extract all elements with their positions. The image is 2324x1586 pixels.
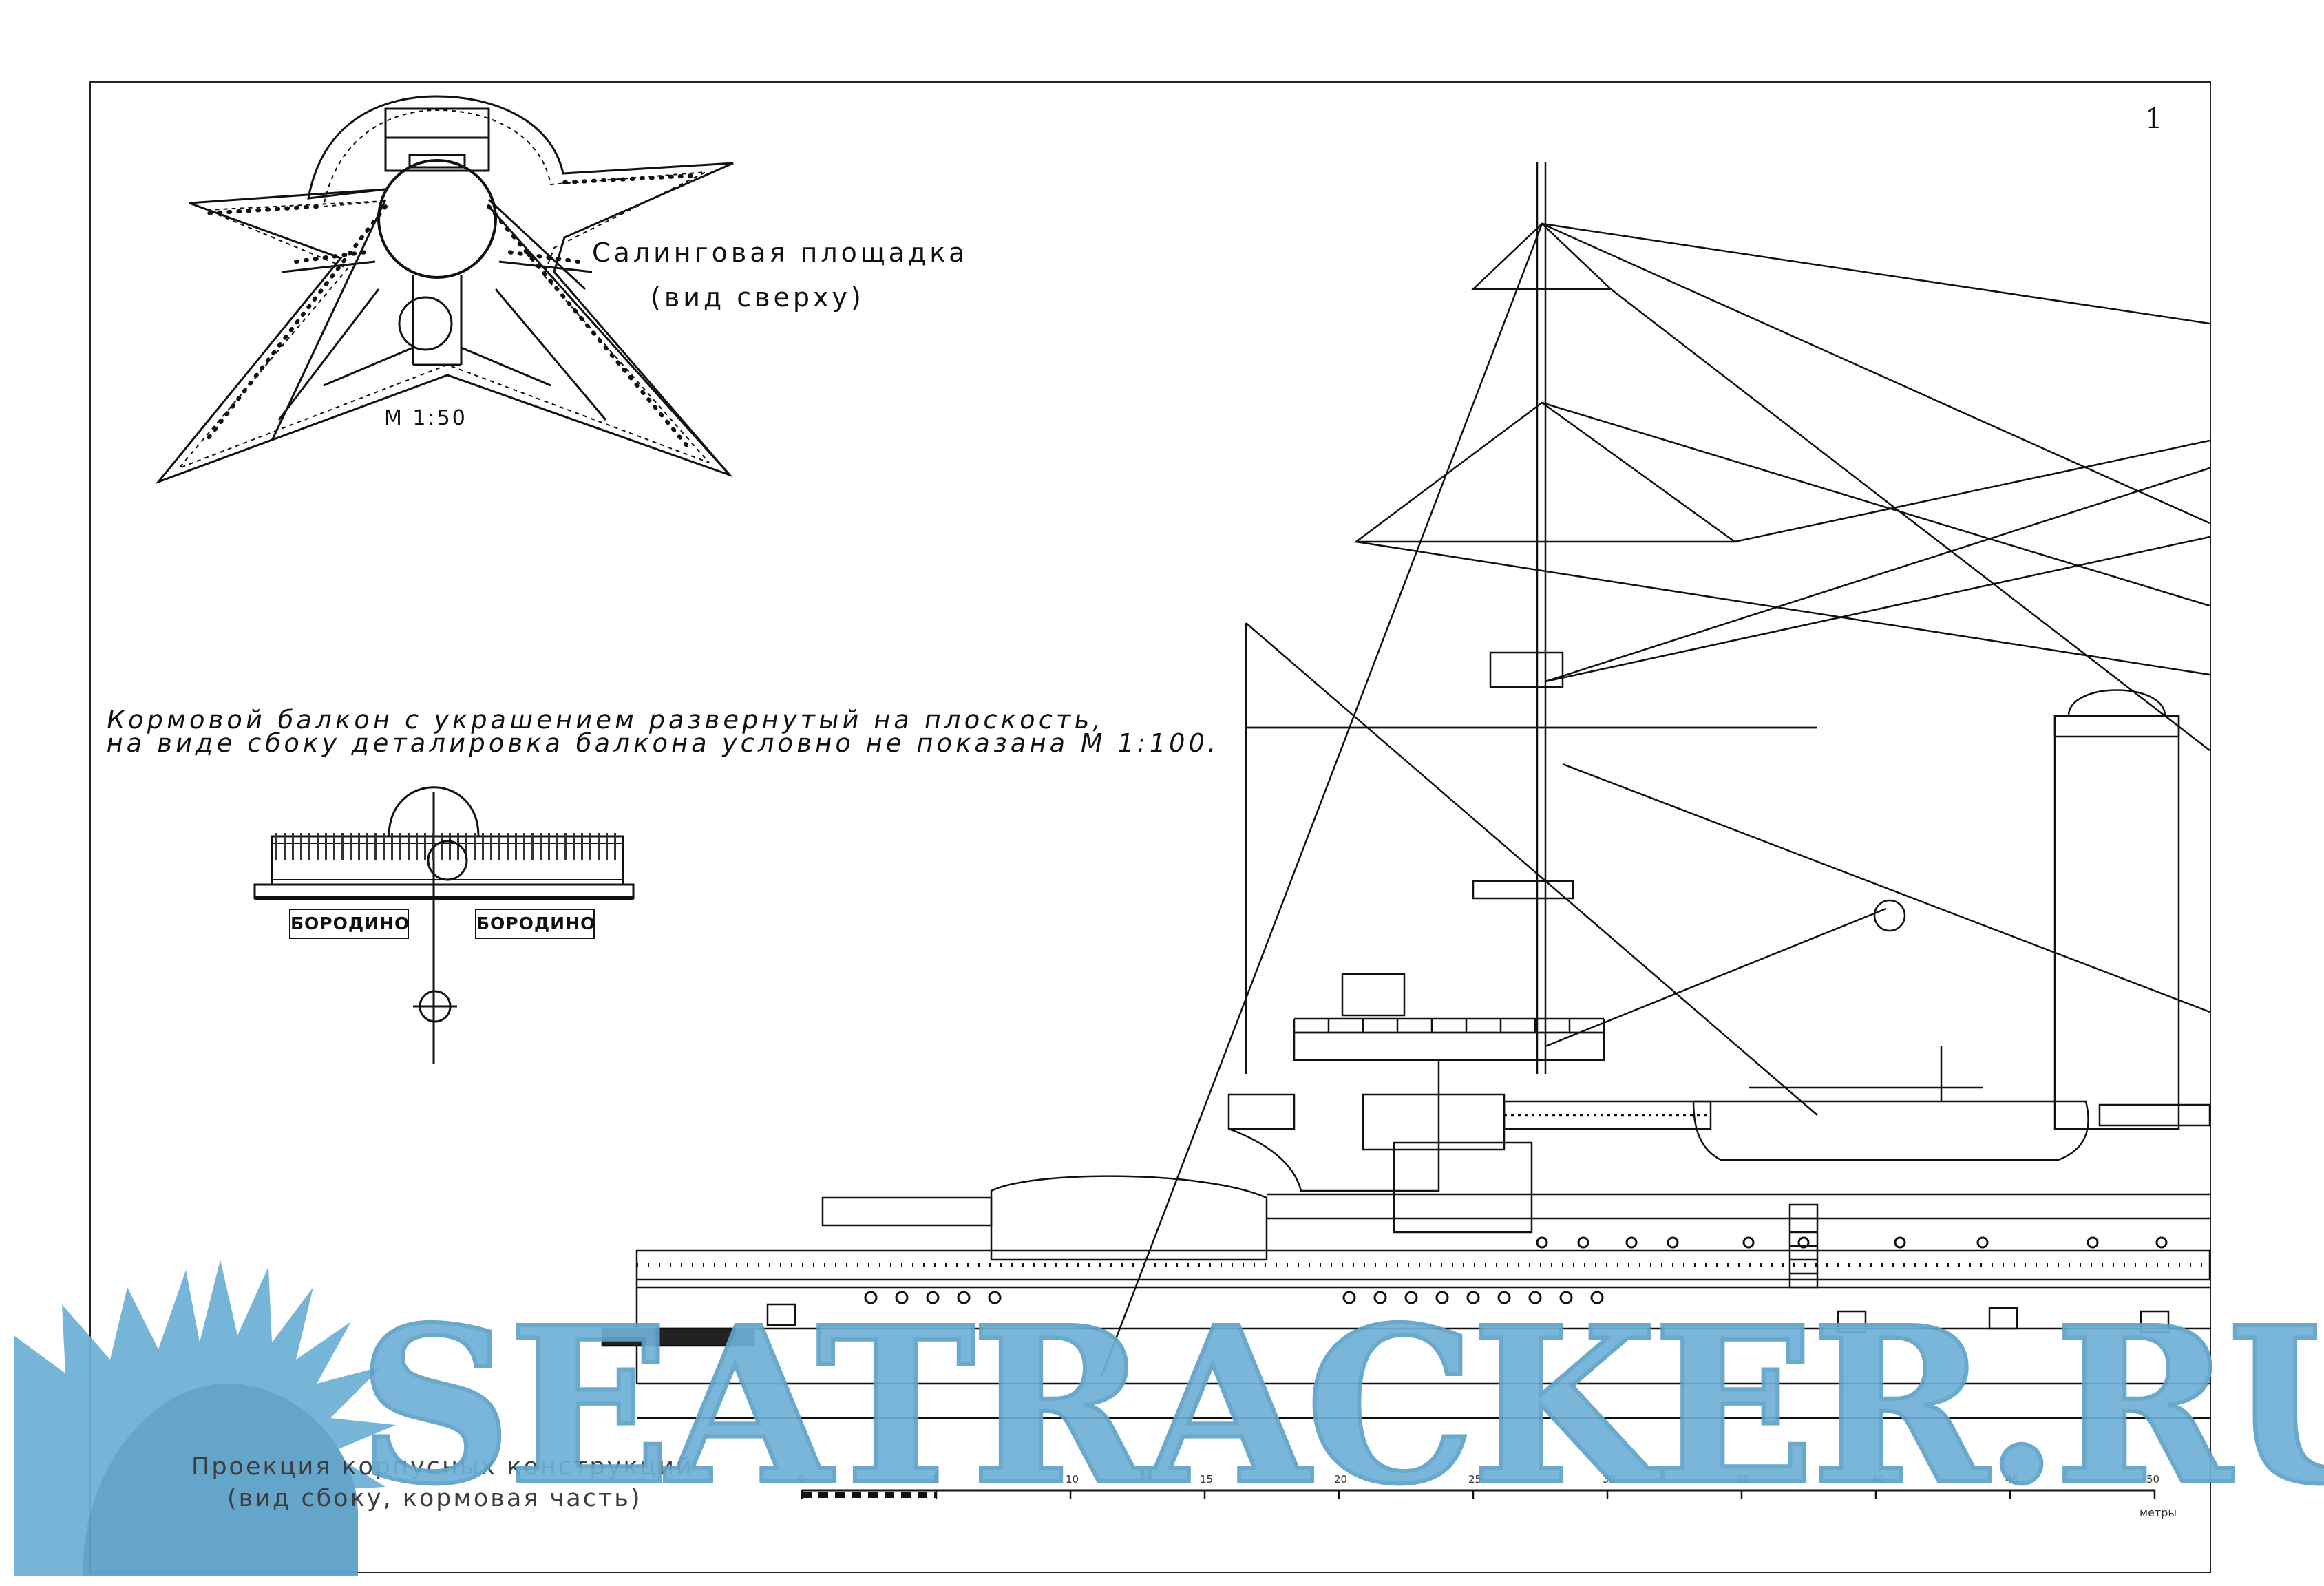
crosstree-platform-scale: М 1:50	[384, 406, 467, 430]
watermark-sun-logo	[14, 1260, 396, 1576]
crosstree-platform-subtitle: (вид сверху)	[651, 282, 865, 313]
stern-balcony-caption-line2: на виде сбоку деталировка балкона условн…	[104, 728, 1223, 758]
stern-balcony-drawing	[253, 786, 635, 1064]
scale-unit-label: метры	[2140, 1506, 2177, 1519]
scale-tick-20: 20	[1334, 1473, 1348, 1485]
scale-tick-35: 35	[1737, 1473, 1751, 1485]
scale-tick-50: 50	[2146, 1473, 2160, 1485]
crosstree-platform-title: Салинговая площадка	[592, 237, 969, 268]
scale-tick-10: 10	[1066, 1473, 1079, 1485]
scale-tick-5: 5	[933, 1473, 940, 1485]
hull-projection-caption-line1: Проекция корпусных конструкций	[191, 1453, 694, 1481]
scale-tick-15: 15	[1200, 1473, 1214, 1485]
crosstree-platform-drawing	[155, 95, 734, 485]
sheet-number: 1	[2145, 103, 2163, 135]
name-plate-right: БОРОДИНО	[475, 909, 595, 939]
hull-projection-caption-line2: (вид сбоку, кормовая часть)	[227, 1485, 642, 1512]
watermark-text: SEATRACKER.RU	[356, 1281, 2324, 1532]
name-plate-left: БОРОДИНО	[289, 909, 409, 939]
scale-tick-25: 25	[1468, 1473, 1482, 1485]
scale-tick-40: 40	[1871, 1473, 1885, 1485]
sheet-frame	[89, 81, 2211, 1573]
scale-tick-45: 45	[2005, 1473, 2019, 1485]
scale-tick-0: 0	[799, 1473, 805, 1485]
ship-side-view-drawing	[601, 162, 2211, 1499]
scale-tick-30: 30	[1603, 1473, 1616, 1485]
